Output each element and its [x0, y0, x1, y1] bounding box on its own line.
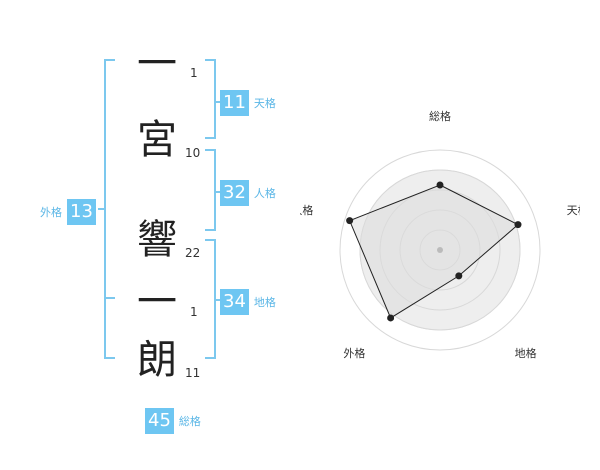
- radar-ring-1: [339, 149, 541, 351]
- name-char-4: 一: [137, 279, 177, 325]
- radar-polygon: [348, 184, 519, 319]
- soukaku-label: 総格: [178, 415, 201, 428]
- bracket-lines: [98, 59, 220, 359]
- stroke-count-4: 1: [190, 305, 198, 319]
- name-char-2: 宮: [137, 117, 177, 163]
- name-char-1: 一: [137, 41, 177, 87]
- radar-chart: 総格天格地格 外格 人格: [300, 110, 580, 360]
- radar-point-4: [387, 314, 395, 322]
- chikaku-value: 34: [220, 289, 249, 315]
- chikaku-badge: 34 地格: [220, 289, 276, 315]
- radar-point-1: [436, 181, 444, 189]
- radar-label-1: 総格: [429, 110, 451, 123]
- radar-point-3: [455, 272, 463, 280]
- stroke-count-5: 11: [185, 366, 201, 380]
- radar-label-4: 外格: [343, 346, 365, 360]
- soukaku-badge: 45 総格: [145, 408, 201, 434]
- radar-center-dot: [437, 247, 443, 253]
- radar-point-5: [346, 217, 354, 225]
- jinkaku-label: 人格: [253, 187, 276, 200]
- stroke-count-3: 22: [185, 246, 201, 260]
- tenkaku-label: 天格: [253, 97, 276, 110]
- name-char-3: 響: [137, 217, 177, 263]
- tenkaku-value: 11: [220, 90, 249, 116]
- gaikaku-value: 13: [67, 199, 96, 225]
- soukaku-value: 45: [145, 408, 174, 434]
- name-char-5: 朗: [137, 337, 177, 383]
- gaikaku-label: 外格: [40, 206, 62, 219]
- jinkaku-badge: 32 人格: [220, 180, 276, 206]
- radar-label-5: 人格: [300, 203, 313, 217]
- tenkaku-badge: 11 天格: [220, 90, 276, 116]
- radar-label-2: 天格: [567, 203, 580, 217]
- radar-label-3: 地格: [515, 346, 537, 360]
- jinkaku-value: 32: [220, 180, 249, 206]
- radar-point-2: [514, 221, 522, 229]
- gaikaku-badge: 外格 13: [40, 199, 96, 225]
- stroke-count-1: 1: [190, 66, 198, 80]
- stroke-count-2: 10: [185, 146, 201, 160]
- chikaku-label: 地格: [253, 296, 276, 309]
